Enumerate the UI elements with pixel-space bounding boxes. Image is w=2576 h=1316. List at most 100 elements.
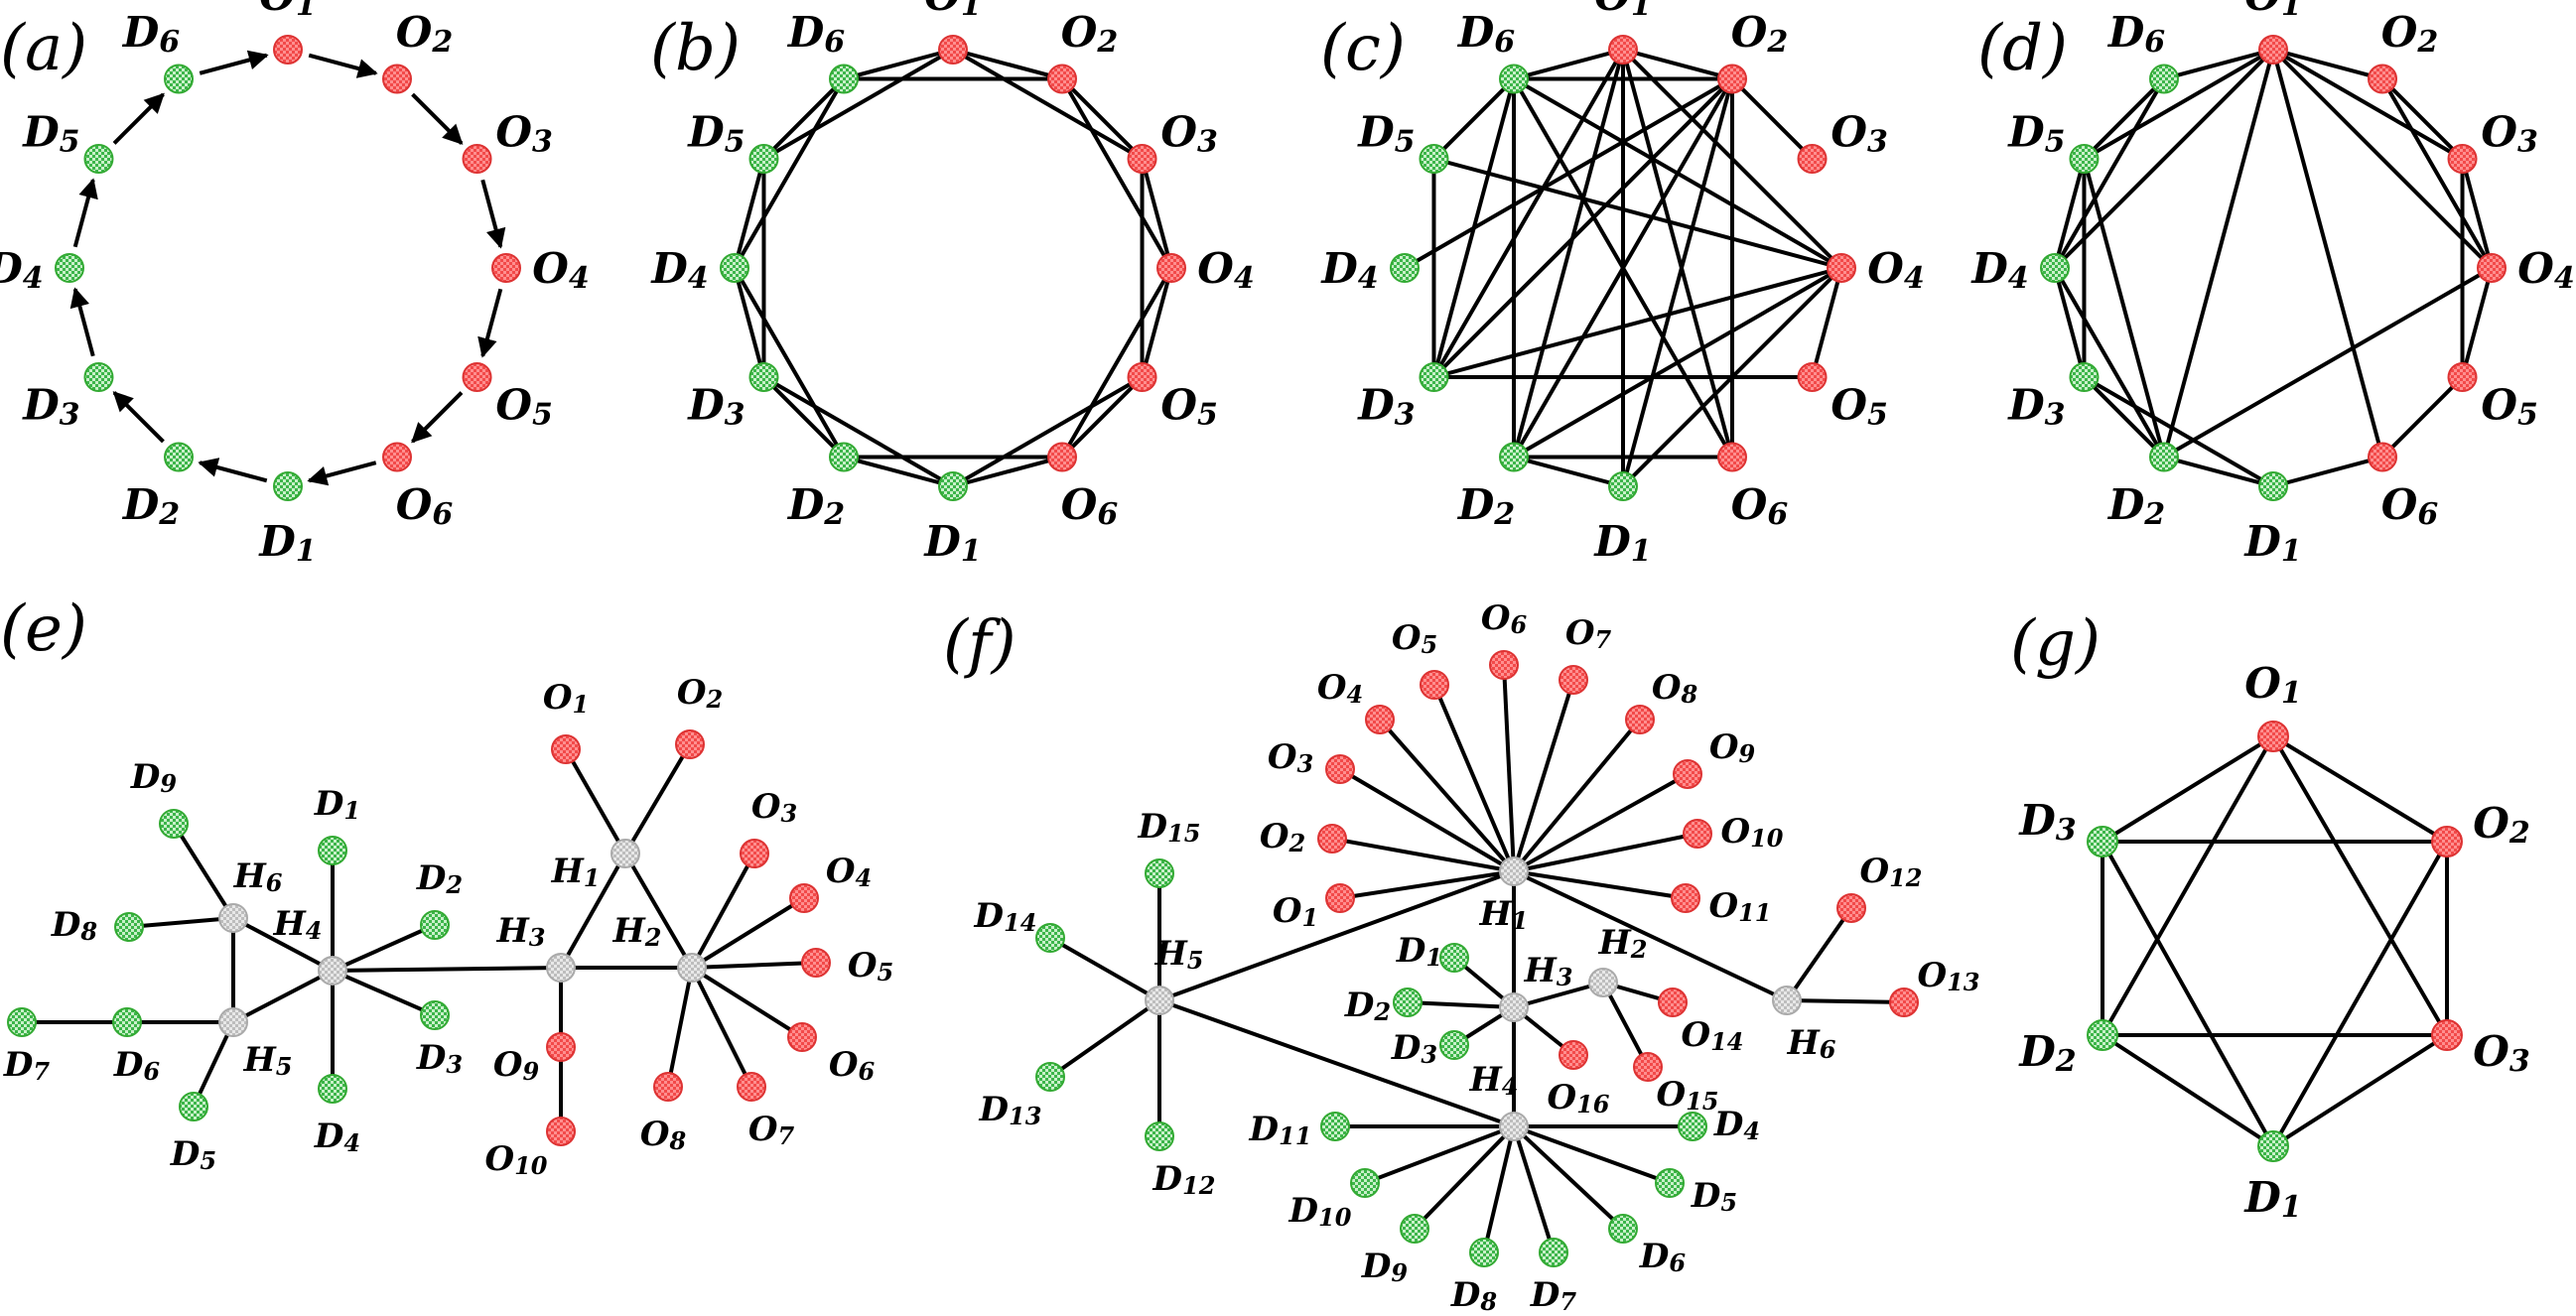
f-edge-H6-O13: [1786, 998, 1905, 1004]
f-node-D14: [1035, 923, 1065, 953]
d-edge-O2-O3: [2380, 77, 2464, 161]
e-node-H6: [218, 903, 248, 933]
b-node-O5: [1127, 362, 1157, 392]
f-node-H2: [1588, 968, 1618, 997]
d-node-D1: [2258, 471, 2288, 501]
e-node-O6: [787, 1022, 817, 1052]
c-edge-D2-D1: [1513, 455, 1624, 488]
b-edge-O3-O4: [1140, 158, 1173, 269]
g-node-O3: [2431, 1019, 2463, 1051]
e-node-O3: [740, 839, 769, 868]
c-edge-O1-O2: [1622, 48, 1733, 81]
b-label-D3: D3: [687, 381, 745, 433]
f-edge-H1-O11: [1513, 869, 1687, 900]
d-edge-D5-D6: [2083, 77, 2166, 161]
d-label-O5: O5: [2481, 381, 2537, 433]
a-edge-D1-D2: [198, 458, 268, 483]
e-label-O10: O10: [484, 1139, 547, 1180]
f-node-H1: [1499, 856, 1529, 886]
b-edge-D1-D3: [762, 375, 955, 488]
e-node-D6: [112, 1007, 142, 1037]
b-label-D1: D1: [923, 517, 981, 569]
b-edge-D5-O1: [762, 48, 955, 161]
f-node-O14: [1658, 987, 1688, 1017]
c-edge-D6-O6: [1512, 77, 1734, 459]
c-label-O1: O1: [1594, 0, 1651, 23]
a-edge-O4-O5: [477, 288, 503, 358]
b-node-O6: [1047, 442, 1077, 472]
f-node-D1: [1439, 943, 1469, 973]
e-node-O2: [675, 729, 705, 759]
a-node-O6: [382, 442, 412, 472]
d-node-O3: [2447, 144, 2478, 174]
a-node-O3: [462, 144, 492, 174]
c-edge-O1-D6: [1513, 48, 1624, 81]
f-label-O11: O11: [1708, 886, 1771, 927]
d-label-O6: O6: [2381, 480, 2439, 532]
f-label-O5: O5: [1392, 618, 1437, 659]
panel-d-label: (d): [1977, 12, 2068, 85]
d-label-D2: D2: [2107, 480, 2165, 532]
a-edge-O1-O2: [308, 53, 378, 78]
g-node-O1: [2257, 721, 2289, 752]
f-label-O4: O4: [1317, 668, 1363, 709]
b-label-D6: D6: [787, 8, 845, 60]
a-label-D3: D3: [22, 381, 79, 433]
d-node-D3: [2069, 362, 2100, 392]
d-edge-O6-D1: [2272, 455, 2383, 488]
a-node-D6: [164, 64, 194, 94]
f-label-D8: D8: [1450, 1275, 1497, 1316]
b-edge-O1-O3: [952, 48, 1144, 161]
a-node-D3: [83, 362, 114, 392]
f-label-O13: O13: [1917, 956, 1979, 996]
e-node-O1: [551, 734, 581, 764]
f-label-D13: D13: [979, 1090, 1042, 1130]
e-label-H4: H4: [273, 904, 323, 945]
d-edge-D2-O4: [2163, 266, 2493, 460]
f-node-H3: [1499, 992, 1529, 1022]
d-node-O1: [2258, 35, 2288, 65]
f-edge-H1-O8: [1512, 718, 1642, 873]
e-label-H6: H6: [233, 856, 283, 897]
e-node-D9: [159, 809, 189, 839]
f-label-D5: D5: [1691, 1176, 1737, 1217]
e-label-D4: D4: [314, 1117, 360, 1157]
a-edge-D6-O1: [199, 50, 269, 75]
b-edge-O4-O5: [1140, 267, 1173, 378]
f-node-O11: [1671, 883, 1700, 913]
e-label-D9: D9: [130, 757, 177, 798]
f-label-D14: D14: [974, 896, 1037, 937]
c-node-O3: [1797, 144, 1828, 174]
g-label-D1: D1: [2243, 1173, 2301, 1225]
b-node-O3: [1127, 144, 1157, 174]
c-label-D3: D3: [1357, 381, 1415, 433]
d-edge-O5-O6: [2380, 375, 2464, 459]
d-edge-D4-D2: [2053, 266, 2166, 459]
f-edge-H6-O12: [1785, 906, 1853, 1002]
d-edge-O3-O4: [2460, 158, 2494, 269]
f-label-O1: O1: [1273, 891, 1318, 932]
e-edge-H2-O4: [690, 896, 806, 970]
b-edge-D1-D2: [843, 455, 954, 488]
g-edge-O1-O2: [2271, 734, 2449, 844]
e-edge-H5-D5: [192, 1021, 235, 1108]
f-node-O2: [1317, 824, 1347, 854]
a-label-O1: O1: [259, 0, 316, 23]
f-node-D9: [1400, 1214, 1429, 1244]
f-edge-H3-D2: [1407, 1000, 1515, 1009]
b-node-D6: [829, 64, 859, 94]
f-edge-H5-D13: [1048, 998, 1161, 1079]
f-node-O13: [1889, 987, 1919, 1017]
e-node-D3: [420, 1000, 450, 1030]
e-label-D7: D7: [3, 1045, 50, 1086]
d-node-O2: [2368, 64, 2397, 94]
panel-e-label: (e): [0, 592, 87, 666]
e-node-O10: [546, 1117, 576, 1146]
e-edge-H4-H5: [232, 969, 334, 1024]
f-label-H4: H4: [1469, 1060, 1519, 1101]
d-edge-D6-O1: [2163, 48, 2274, 81]
c-node-D2: [1499, 442, 1529, 472]
a-label-O4: O4: [532, 244, 589, 296]
e-edge-H1-H3: [559, 853, 627, 969]
d-edge-O2-O4: [2380, 77, 2494, 269]
